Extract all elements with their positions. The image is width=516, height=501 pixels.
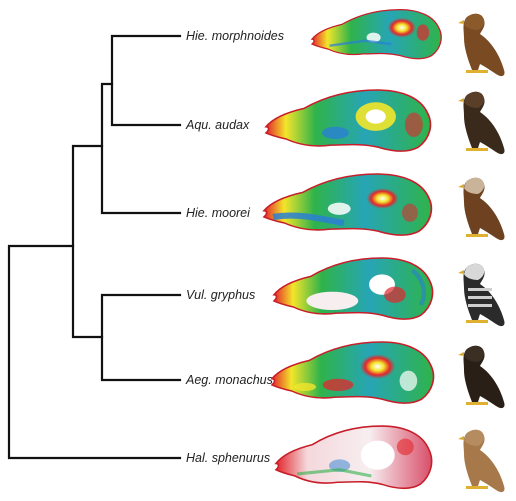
taxon-label: Aeg. monachus: [185, 373, 273, 387]
taxon-label: Hie. morphnoides: [186, 29, 284, 43]
bird-silhouettes: [458, 14, 505, 492]
skull-stress-map: [312, 10, 441, 59]
raptor-silhouette-icon: [458, 92, 505, 154]
branch-clade-c: [112, 36, 180, 125]
branch-clade-d: [102, 295, 180, 380]
taxon-label: Hie. moorei: [186, 206, 251, 220]
skull-stress-map: [276, 426, 432, 488]
skull-stress-map: [266, 90, 430, 151]
taxon-label: Vul. gryphus: [186, 288, 255, 302]
taxon-label: Hal. sphenurus: [186, 451, 270, 465]
skull-stress-map: [274, 258, 433, 319]
skull-stress-map: [264, 174, 431, 235]
raptor-silhouette-icon: [458, 346, 505, 408]
raptor-silhouette-icon: [458, 264, 505, 326]
raptor-silhouette-icon: [458, 430, 505, 492]
branch-clade-b: [102, 84, 180, 213]
raptor-silhouette-icon: [458, 14, 505, 76]
skull-stress-map: [272, 342, 434, 403]
phylogenetic-tree: [9, 36, 180, 458]
branch-clade-a: [73, 146, 102, 337]
branch-root: [9, 246, 180, 458]
raptor-silhouette-icon: [458, 178, 505, 240]
taxon-label: Aqu. audax: [185, 118, 250, 132]
